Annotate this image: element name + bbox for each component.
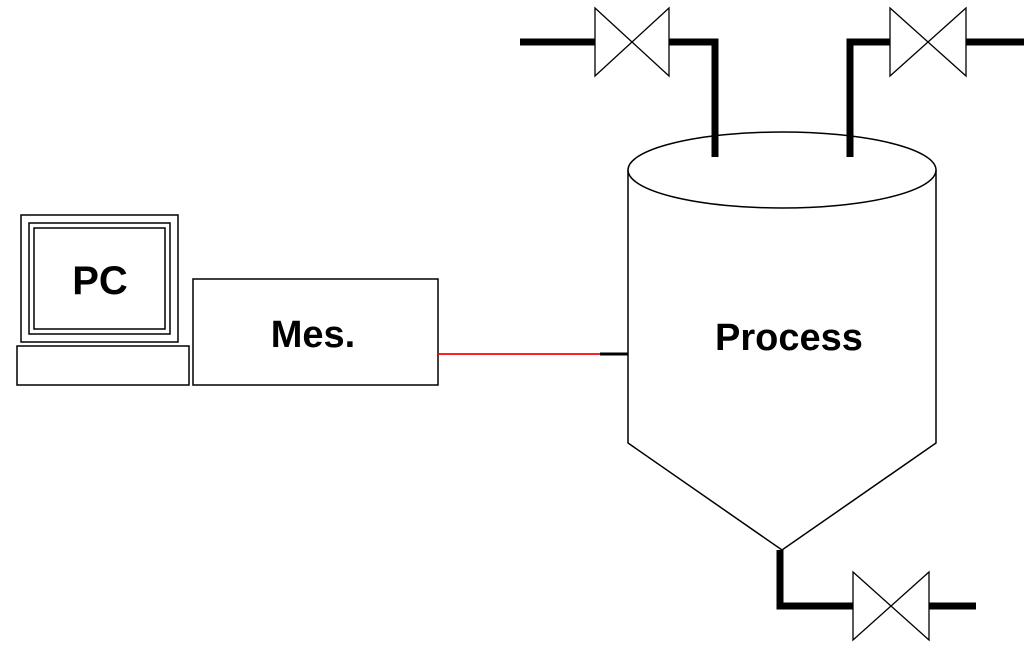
- valve-top-left[interactable]: [594, 6, 670, 78]
- valve-triangle-left: [594, 6, 633, 78]
- vessel-body: [627, 170, 937, 551]
- pipe-segment: [668, 38, 719, 157]
- measurement-label: Mes.: [271, 314, 355, 356]
- pc-keyboard-base: [16, 345, 190, 386]
- vessel-label: Process: [715, 317, 863, 359]
- measurement-box: [192, 278, 439, 386]
- valve-triangle-left: [852, 570, 892, 642]
- pc-computer: PC: [16, 214, 190, 386]
- pipe-segment: [846, 38, 890, 157]
- valve-triangle-right: [890, 570, 930, 642]
- valve-top-right[interactable]: [889, 6, 967, 78]
- vessel-top-ellipse: [627, 131, 937, 209]
- inlet-pipe-top-right: [846, 38, 1024, 157]
- inlet-pipe-top-left: [520, 38, 719, 157]
- valve-triangle-right: [631, 6, 670, 78]
- valve-triangle-left: [889, 6, 929, 78]
- process-vessel: Process: [627, 131, 937, 551]
- valve-bottom[interactable]: [852, 570, 930, 642]
- outlet-pipe-bottom: [776, 550, 976, 610]
- measurement-device: Mes.: [192, 278, 439, 386]
- valve-triangle-right: [927, 6, 967, 78]
- pc-monitor-screen: [33, 227, 166, 330]
- pipe-segment: [776, 550, 853, 610]
- pc-label: PC: [72, 259, 128, 303]
